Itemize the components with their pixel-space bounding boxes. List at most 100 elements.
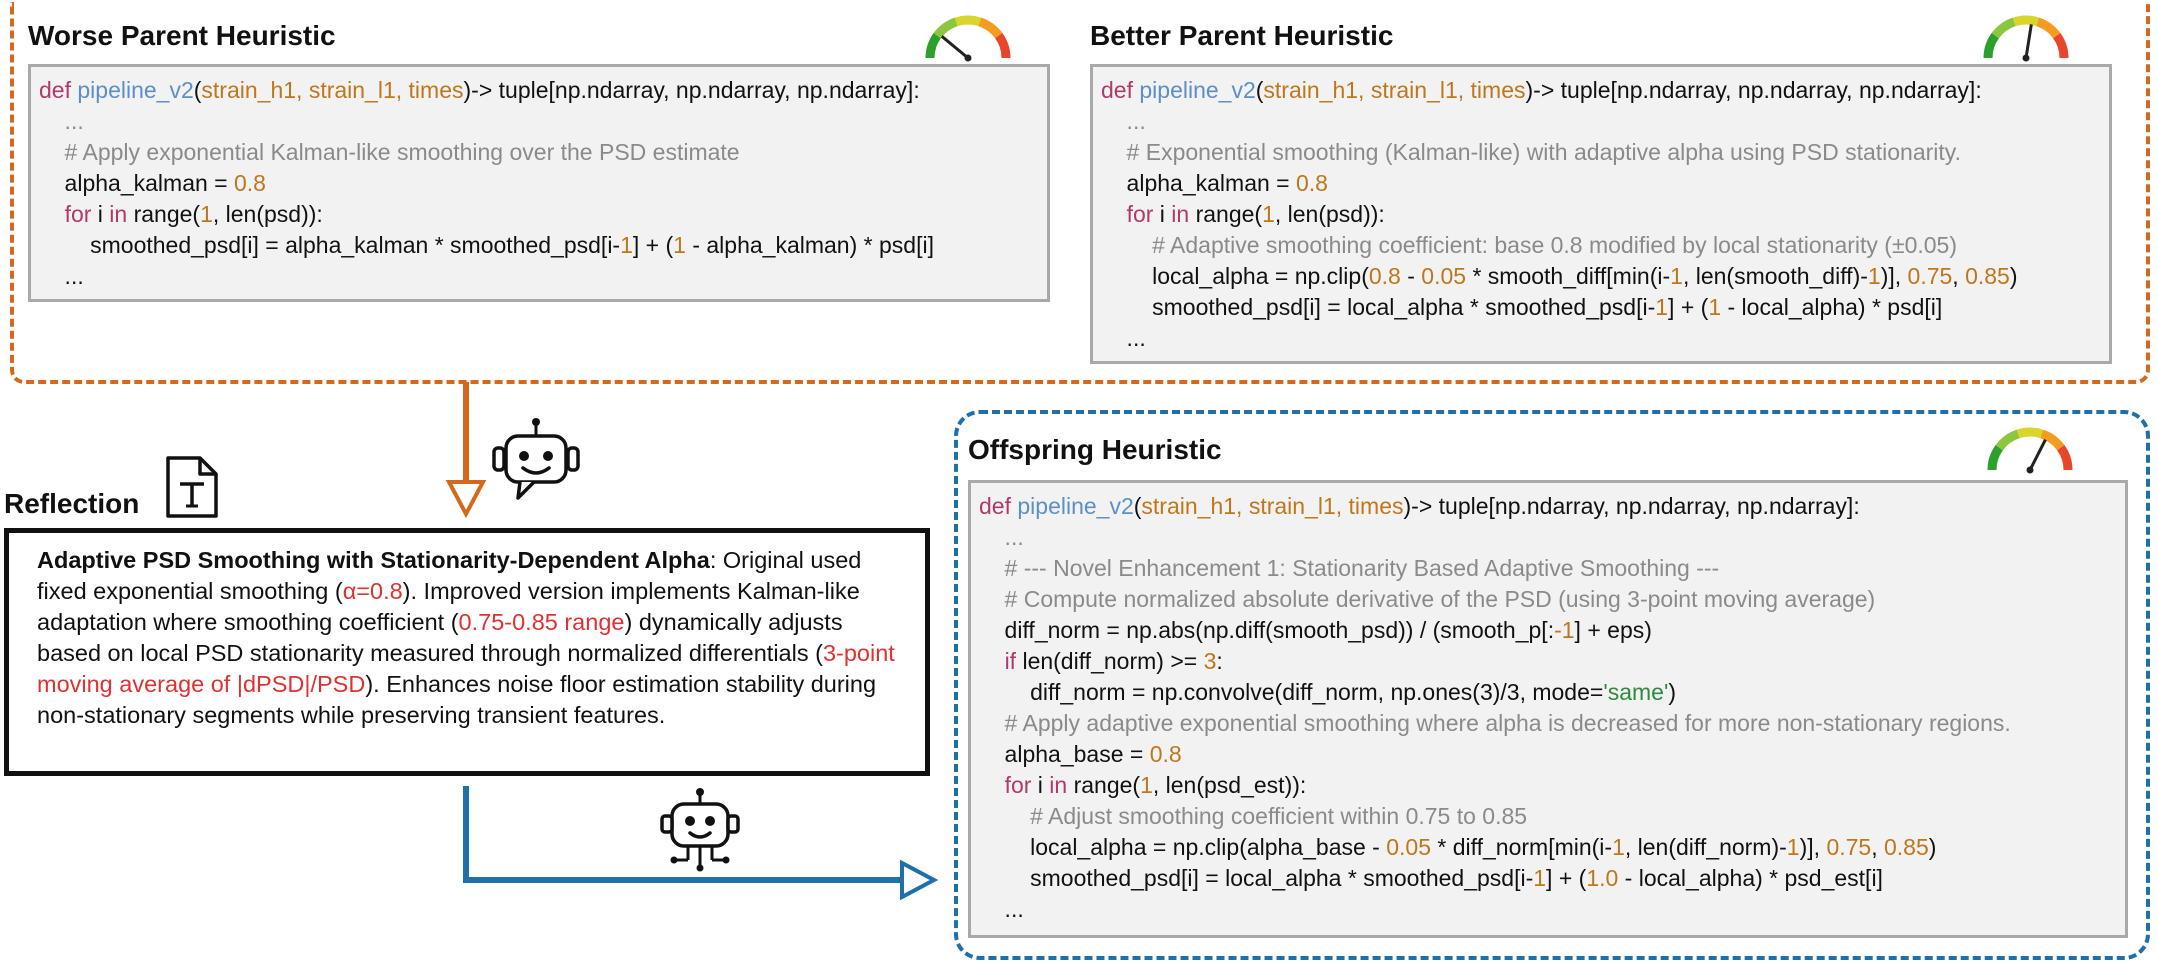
code-token: 0.85 [1965, 263, 2010, 289]
code-token: smoothed_psd[i] = local_alpha * smoothed… [979, 865, 1534, 891]
code-line: # Apply exponential Kalman-like smoothin… [31, 137, 1047, 168]
code-token: smoothed_psd[i] = alpha_kalman * smoothe… [39, 232, 621, 258]
code-token: strain_h1, strain_l1, times [1263, 77, 1526, 103]
code-token: 0.8 [1295, 170, 1328, 196]
code-token: strain_h1, strain_l1, times [201, 77, 464, 103]
code-token: , len(psd_est)): [1152, 772, 1307, 798]
code-token: i [91, 201, 110, 227]
code-token [979, 648, 1005, 674]
gauge-segment [925, 33, 942, 59]
gauge-segment [2036, 17, 2061, 39]
code-token: # Apply adaptive exponential smoothing w… [979, 710, 2011, 736]
code-line: def pipeline_v2(strain_h1, strain_l1, ti… [31, 75, 1047, 106]
code-token: 1 [1612, 834, 1625, 860]
code-token: 1.0 [1586, 865, 1619, 891]
code-line: diff_norm = np.convolve(diff_norm, np.on… [971, 677, 2125, 708]
better-parent-title: Better Parent Heuristic [1090, 20, 1394, 51]
reflection-text: : Original used fixed exponential smooth… [37, 547, 862, 604]
gauge-segment [1991, 17, 2016, 39]
gauge-segment [2056, 445, 2073, 471]
worse-parent-title: Worse Parent Heuristic [28, 20, 336, 51]
code-line: alpha_base = 0.8 [971, 739, 2125, 770]
code-line: ... [31, 261, 1047, 292]
code-token: , len(psd)): [212, 201, 323, 227]
code-token: range( [127, 201, 201, 227]
code-line: ... [1093, 106, 2109, 137]
gauge-hub [964, 54, 972, 62]
code-token: ) [1668, 679, 1677, 705]
code-token: in [1049, 772, 1068, 798]
reflection-box: Adaptive PSD Smoothing with Stationarity… [4, 528, 930, 776]
code-line: # Apply adaptive exponential smoothing w… [971, 708, 2125, 739]
code-token: 1 [1670, 263, 1683, 289]
code-line: ... [971, 522, 2125, 553]
code-token: if [1004, 648, 1017, 674]
code-line: local_alpha = np.clip(alpha_base - 0.05 … [971, 832, 2125, 863]
code-token: ... [1101, 325, 1146, 351]
code-token: ... [1101, 108, 1146, 134]
code-token: ... [979, 896, 1024, 922]
gauge-segment [2016, 427, 2044, 439]
offspring-frame [954, 410, 2150, 960]
code-token: 1 [1140, 772, 1153, 798]
reflection-text: ). Improved version implements Kalman-li… [37, 578, 860, 635]
code-token: ( [1133, 493, 1142, 519]
code-line: # Exponential smoothing (Kalman-like) wi… [1093, 137, 2109, 168]
code-token: 0.75 [1826, 834, 1872, 860]
code-line: def pipeline_v2(strain_h1, strain_l1, ti… [971, 491, 2125, 522]
code-line: smoothed_psd[i] = alpha_kalman * smoothe… [31, 230, 1047, 261]
better-parent-code: def pipeline_v2(strain_h1, strain_l1, ti… [1090, 64, 2112, 364]
code-token: , [1871, 834, 1884, 860]
code-token: len(diff_norm) >= [1016, 648, 1204, 674]
text-document-icon [164, 454, 220, 520]
code-token: # Adaptive smoothing coefficient: base 0… [1101, 232, 1957, 258]
code-token: local_alpha = np.clip(alpha_base - [979, 834, 1387, 860]
code-token: ( [1255, 77, 1264, 103]
code-token: ... [39, 108, 84, 134]
code-token: ] + eps) [1574, 617, 1652, 643]
reflection-text: 3-point moving average of |dPSD|/PSD [37, 640, 895, 697]
code-token: # Apply exponential Kalman-like smoothin… [39, 139, 740, 165]
code-token: i [1153, 201, 1172, 227]
parents-frame [10, 2, 2150, 384]
code-token: 1 [620, 232, 633, 258]
code-token: range( [1067, 772, 1141, 798]
code-token: 1 [200, 201, 213, 227]
code-line: alpha_kalman = 0.8 [31, 168, 1047, 199]
code-token: in [1171, 201, 1190, 227]
code-token: pipeline_v2 [1017, 493, 1134, 519]
code-token: : [1216, 648, 1223, 674]
code-token: local_alpha = np.clip( [1101, 263, 1369, 289]
code-line: # Adaptive smoothing coefficient: base 0… [1093, 230, 2109, 261]
code-token: pipeline_v2 [77, 77, 194, 103]
code-line: alpha_kalman = 0.8 [1093, 168, 2109, 199]
code-token: * diff_norm[min(i- [1431, 834, 1613, 860]
code-token: 0.05 [1421, 263, 1467, 289]
code-line: ... [1093, 323, 2109, 354]
code-token: 0.85 [1883, 834, 1929, 860]
code-token: 1 [1867, 263, 1881, 289]
gauge-segment [1987, 445, 2004, 471]
code-token: 0.05 [1386, 834, 1431, 860]
code-token: , len(psd)): [1274, 201, 1385, 227]
gauge-needle [2024, 24, 2033, 59]
code-token: 3 [1203, 648, 1217, 674]
code-token: , len(diff_norm)- [1624, 834, 1787, 860]
code-token: def [39, 77, 71, 103]
worse-parent-code: def pipeline_v2(strain_h1, strain_l1, ti… [28, 64, 1050, 302]
code-token: in [109, 201, 128, 227]
code-token: 0.8 [1149, 741, 1182, 767]
code-token: # --- Novel Enhancement 1: Stationarity … [979, 555, 1720, 581]
offspring-gauge-icon [1980, 420, 2080, 476]
code-token: 1 [673, 232, 686, 258]
code-token: 'same' [1603, 679, 1669, 705]
code-line: for i in range(1, len(psd_est)): [971, 770, 2125, 801]
code-token [39, 201, 65, 227]
reflection-to-offspring-arrow [463, 786, 939, 901]
offspring-code: def pipeline_v2(strain_h1, strain_l1, ti… [968, 480, 2128, 938]
code-token: , len(smooth_diff)- [1682, 263, 1868, 289]
reflection-text: ) dynamically adjusts based on local PSD… [37, 609, 843, 666]
llm-robot-headset-icon [490, 418, 582, 508]
code-token: ... [39, 263, 84, 289]
code-token [1101, 201, 1127, 227]
